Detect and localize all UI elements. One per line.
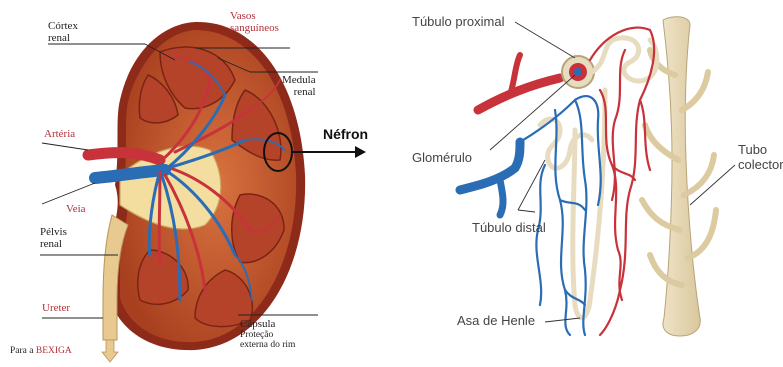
label-capsula-desc1: Proteção: [240, 330, 295, 340]
label-vasos-line2: sanguíneos: [230, 22, 279, 34]
label-capsula-desc2: externa do rim: [240, 340, 295, 350]
label-capsula-title: Cápsula: [240, 318, 295, 330]
kidney-section: [88, 22, 366, 362]
label-medula-line2: renal: [282, 86, 316, 98]
label-tubo-line2: colector: [738, 157, 783, 172]
label-tubo-colector: Tubo colector: [738, 142, 783, 172]
label-glomerulo: Glomérulo: [412, 150, 472, 165]
nephron-section: [460, 17, 716, 336]
label-pelvis-line2: renal: [40, 238, 67, 250]
label-cortex-line1: Córtex: [48, 20, 78, 32]
label-tubo-line1: Tubo: [738, 142, 783, 157]
label-pelvis: Pélvis renal: [40, 226, 67, 250]
label-capsula: Cápsula Proteção externa do rim: [240, 318, 295, 350]
label-cortex-line2: renal: [48, 32, 78, 44]
label-arteria: Artéria: [44, 128, 75, 140]
label-medula-line1: Medula: [282, 74, 316, 86]
label-tubulo-proximal: Túbulo proximal: [412, 14, 505, 29]
label-bexiga: Para a BEXIGA: [10, 346, 72, 356]
nephron-leader-lines: [490, 22, 735, 322]
label-bexiga-word: BEXIGA: [36, 346, 72, 356]
label-nefron: Néfron: [323, 128, 368, 140]
label-pelvis-line1: Pélvis: [40, 226, 67, 238]
label-vasos-line1: Vasos: [230, 10, 279, 22]
label-medula: Medula renal: [282, 74, 316, 98]
label-tubulo-distal: Túbulo distal: [472, 220, 546, 235]
label-vasos: Vasos sanguíneos: [230, 10, 279, 34]
label-asa-henle: Asa de Henle: [457, 313, 535, 328]
label-cortex: Córtex renal: [48, 20, 78, 44]
label-ureter: Ureter: [42, 302, 70, 314]
label-bexiga-prefix: Para a: [10, 346, 33, 356]
label-veia: Veia: [66, 203, 86, 215]
